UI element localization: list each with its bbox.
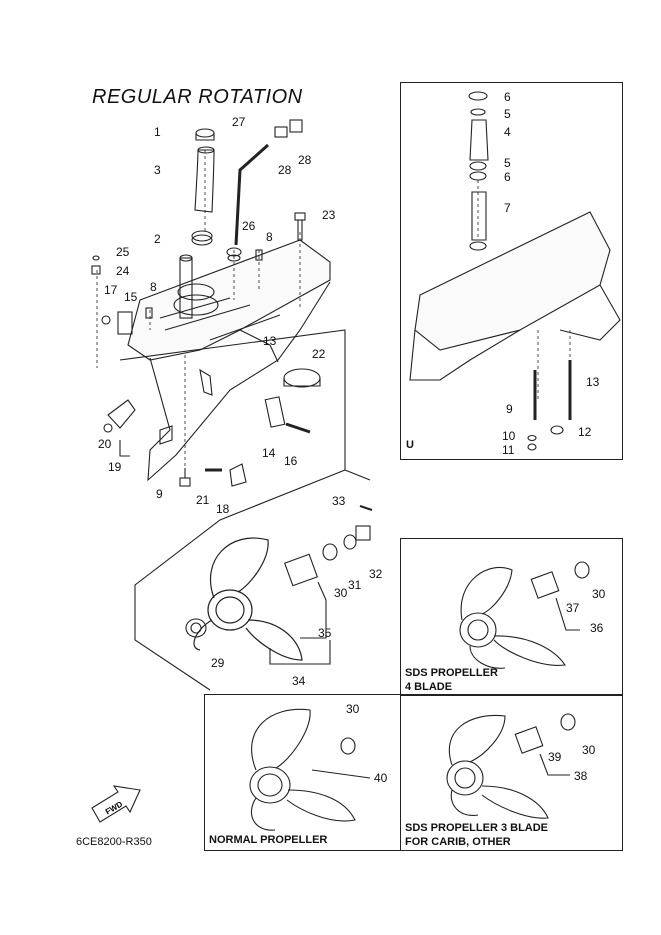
anode-22 (283, 368, 321, 388)
callout-8: 8 (150, 280, 157, 294)
callout-8: 8 (266, 230, 273, 244)
rod-27 (234, 143, 269, 246)
callout-36: 36 (590, 621, 604, 635)
callout-9: 9 (156, 487, 163, 501)
callout-16: 16 (284, 454, 298, 468)
callout-23: 23 (322, 208, 336, 222)
callout-30: 30 (346, 702, 360, 716)
callout-17: 17 (104, 283, 118, 297)
propeller-38 (446, 713, 576, 819)
bolt-23 (294, 212, 306, 241)
nut-32 (355, 525, 371, 541)
dowel-8 (145, 249, 263, 319)
fitting-24-25 (91, 255, 101, 275)
callout-30: 30 (592, 587, 606, 601)
callout-35: 35 (318, 626, 332, 640)
propeller-40 (249, 708, 371, 831)
callout-19: 19 (108, 460, 122, 474)
sds-3-blade-frame (400, 694, 623, 851)
callout-20: 20 (98, 437, 112, 451)
callout-5: 5 (504, 156, 511, 170)
callout-18: 18 (216, 502, 230, 516)
plate-19-20 (103, 399, 136, 433)
callout-13: 13 (586, 375, 600, 389)
fwd-arrow-icon (91, 785, 141, 823)
inset-casing-illustration (409, 91, 621, 451)
callout-12: 12 (578, 425, 592, 439)
callout-21: 21 (196, 493, 210, 507)
callout-39: 39 (548, 750, 562, 764)
callout-33: 33 (332, 494, 346, 508)
callout-4: 4 (504, 125, 511, 139)
washer-29 (185, 618, 207, 638)
callout-3: 3 (154, 163, 161, 177)
sds-4-blade-label-line1: SDS PROPELLER (405, 667, 498, 679)
inset-u-label: U (406, 439, 414, 451)
grommet-2 (191, 230, 213, 246)
propeller-36 (459, 561, 590, 669)
sds-3-blade-label-line2: FOR CARIB, OTHER (405, 836, 511, 848)
callout-30: 30 (334, 586, 348, 600)
washer-30 (322, 543, 338, 561)
sds-4-blade-label-line2: 4 BLADE (405, 681, 453, 693)
callout-28: 28 (298, 153, 312, 167)
callout-37: 37 (566, 601, 580, 615)
callout-14: 14 (262, 446, 276, 460)
callout-26: 26 (242, 219, 256, 233)
sds-3-blade-label-line1: SDS PROPELLER 3 BLADE (405, 822, 549, 834)
callout-24: 24 (116, 264, 130, 278)
callout-7: 7 (504, 201, 511, 215)
callout-25: 25 (116, 245, 130, 259)
spacer-35 (283, 553, 319, 587)
callout-15: 15 (124, 290, 138, 304)
drawing-code: 6CE8200-R350 (76, 836, 152, 848)
callout-2: 2 (154, 232, 161, 246)
trim-tab-14 (264, 396, 286, 428)
callout-32: 32 (369, 567, 383, 581)
callout-22: 22 (312, 347, 326, 361)
oil-seal-1 (195, 128, 215, 141)
normal-propeller-label: NORMAL PROPELLER (209, 834, 328, 846)
callout-9: 9 (506, 402, 513, 416)
callout-38: 38 (574, 769, 588, 783)
bracket-15-17 (101, 311, 133, 335)
bolt-16 (285, 422, 311, 434)
washer-31 (343, 534, 357, 550)
callout-1: 1 (154, 125, 161, 139)
water-tube-3 (194, 146, 215, 213)
callout-30: 30 (582, 743, 596, 757)
pin-33 (359, 505, 373, 511)
grommet-26 (226, 247, 242, 262)
callout-31: 31 (348, 578, 362, 592)
sds-4-blade-frame (400, 538, 623, 696)
callout-34: 34 (292, 674, 306, 688)
callout-5: 5 (504, 107, 511, 121)
callout-29: 29 (211, 656, 225, 670)
callout-13: 13 (263, 334, 277, 348)
lower-casing-illustration (127, 239, 331, 482)
callout-6: 6 (504, 170, 511, 184)
callout-40: 40 (374, 771, 388, 785)
callout-6: 6 (504, 90, 511, 104)
callout-28: 28 (278, 163, 292, 177)
diagram-title: REGULAR ROTATION (92, 86, 303, 108)
callout-27: 27 (232, 115, 246, 129)
bolt-9 (179, 468, 191, 487)
inset-u-frame (400, 82, 623, 460)
propeller-34 (193, 537, 303, 661)
normal-propeller-frame (204, 694, 401, 851)
callout-10: 10 (502, 429, 516, 443)
callout-11: 11 (502, 443, 515, 457)
clips-28 (274, 119, 303, 138)
cover-18 (229, 463, 247, 487)
